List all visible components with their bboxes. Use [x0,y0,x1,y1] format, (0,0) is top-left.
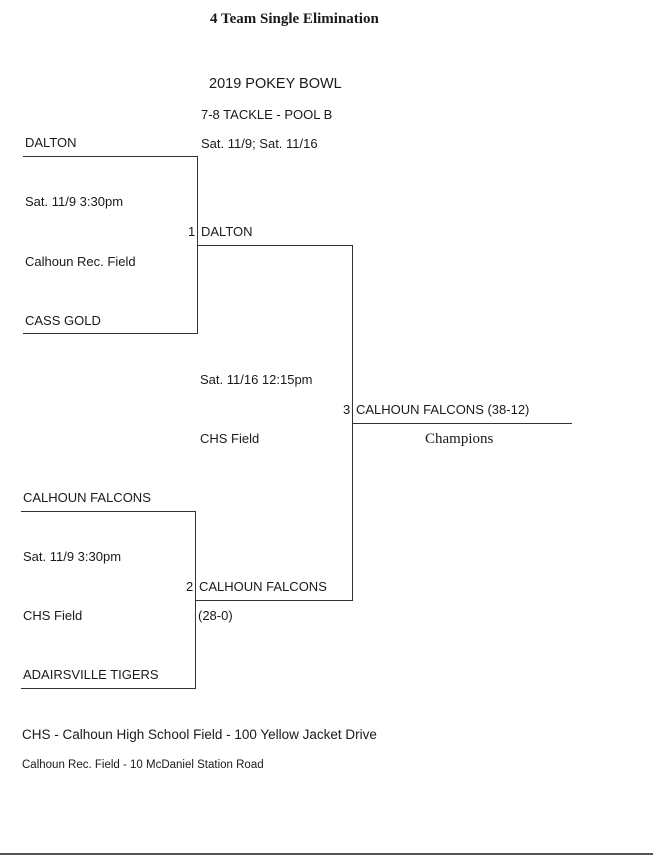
final-location: CHS Field [200,431,260,446]
game-number: 1 [188,224,196,239]
game-winner: CALHOUN FALCONS [199,579,327,594]
bracket-line [23,333,198,334]
game-time: Sat. 11/9 3:30pm [23,549,122,564]
bracket-connector [197,156,198,334]
footer-note-rec-field: Calhoun Rec. Field - 10 McDaniel Station… [22,759,264,771]
bracket-line [23,156,198,157]
game-location: CHS Field [23,608,83,623]
final-time: Sat. 11/16 12:15pm [200,372,313,387]
game-location: Calhoun Rec. Field [25,254,136,269]
bracket-line [21,688,196,689]
game-number: 2 [186,579,194,594]
event-dates: Sat. 11/9; Sat. 11/16 [201,136,318,151]
bracket-line [196,600,353,601]
bracket-line [198,245,353,246]
document-title: 4 Team Single Elimination [210,11,379,27]
footer-note-chs: CHS - Calhoun High School Field - 100 Ye… [22,727,377,742]
division-label: 7-8 TACKLE - POOL B [201,107,333,122]
bracket-line [21,511,196,512]
bracket-connector [195,511,196,689]
team-slot-bottom: CASS GOLD [25,313,101,328]
game-score: (28-0) [198,608,233,623]
champions-label: Champions [425,431,494,447]
game-time: Sat. 11/9 3:30pm [25,194,124,209]
event-name: 2019 POKEY BOWL [209,76,342,92]
bracket-line [353,423,572,424]
team-slot-top: CALHOUN FALCONS [23,490,151,505]
page-bottom-edge [0,853,653,855]
game-number: 3 [343,402,351,417]
team-slot-top: DALTON [25,135,77,150]
game-winner: DALTON [201,224,253,239]
bracket-connector [352,245,353,601]
champion-team: CALHOUN FALCONS (38-12) [356,402,530,417]
team-slot-bottom: ADAIRSVILLE TIGERS [23,667,159,682]
